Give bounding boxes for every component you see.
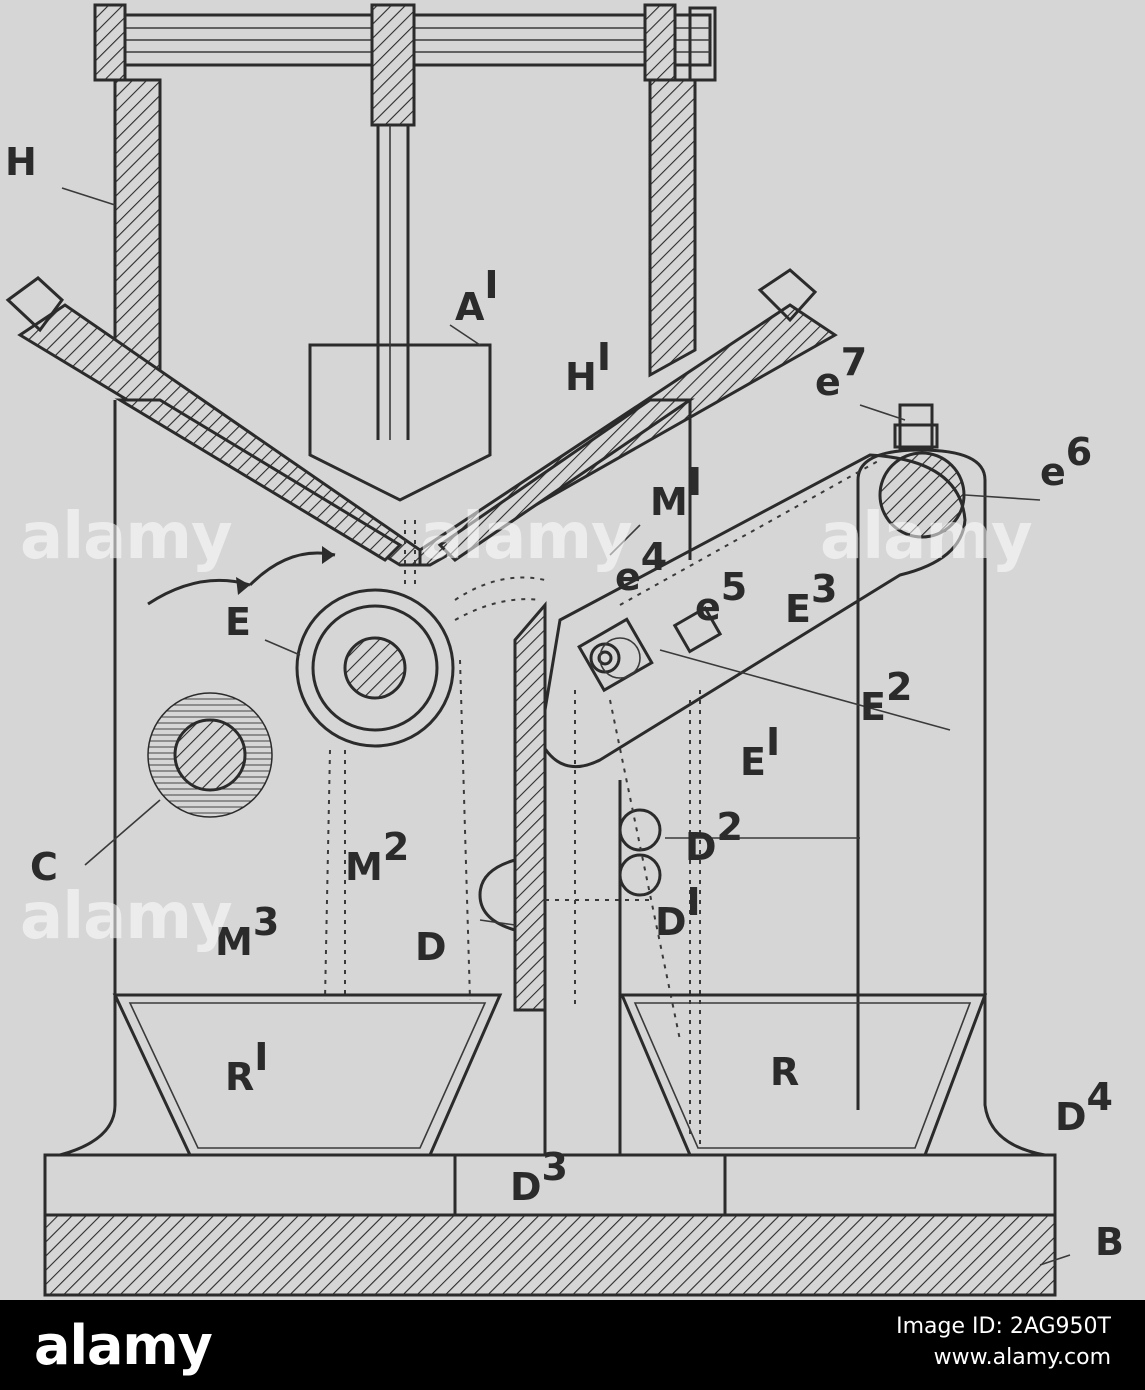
leader-lines [61,187,1071,1266]
brush-c [147,692,273,818]
label-E3: E3 [785,567,837,631]
watermark: alamy [20,880,233,954]
right-column [856,403,1046,1157]
label-H1: HI [565,335,611,399]
label-A1: AI [455,263,499,329]
label-D: D [415,925,447,969]
label-M1: MI [650,460,702,524]
label-D1: DI [655,880,701,944]
label-e5: e5 [695,565,747,629]
label-e6: e6 [1040,430,1092,494]
label-e4: e4 [615,535,667,599]
label-e7: e7 [815,340,867,404]
base [43,1153,1057,1297]
label-D3: D3 [510,1145,568,1209]
label-E2: E2 [860,665,912,729]
watermark: alamy [20,500,233,574]
plunger [308,125,492,502]
label-R: R [770,1050,799,1094]
arm [538,453,967,769]
label-D4: D4 [1055,1075,1113,1139]
label-C: C [30,845,58,889]
mechanism [545,808,662,901]
hopper [5,78,838,567]
site-url: www.alamy.com [933,1345,1111,1370]
label-E: E [225,600,251,644]
image-id: Image ID: 2AG950T [896,1314,1111,1339]
label-M3: M3 [215,900,279,964]
label-B: B [1095,1220,1124,1264]
brand-logo: alamy [34,1314,213,1377]
label-E1: EI [740,720,780,784]
label-H: H [5,140,37,184]
footer-bar: alamy Image ID: 2AG950T www.alamy.com [0,1300,1145,1390]
label-M2: M2 [345,825,409,889]
top-roller [93,3,717,127]
label-D2: D2 [685,805,743,869]
apparatus-diagram: H AI HI e7 e6 MI E e4 e5 E3 E2 EI C M2 D… [5,3,1124,1297]
watermark: alamy [420,500,633,574]
partition-d [478,600,547,1012]
label-R1: RI [225,1035,268,1099]
roller-e [147,546,455,748]
footer-info: Image ID: 2AG950T www.alamy.com [896,1314,1111,1370]
labels: H AI HI e7 e6 MI E e4 e5 E3 E2 EI C M2 D… [5,140,1124,1264]
watermark: alamy [820,500,1033,574]
frame [59,400,692,1157]
particle-streams [324,520,701,1150]
